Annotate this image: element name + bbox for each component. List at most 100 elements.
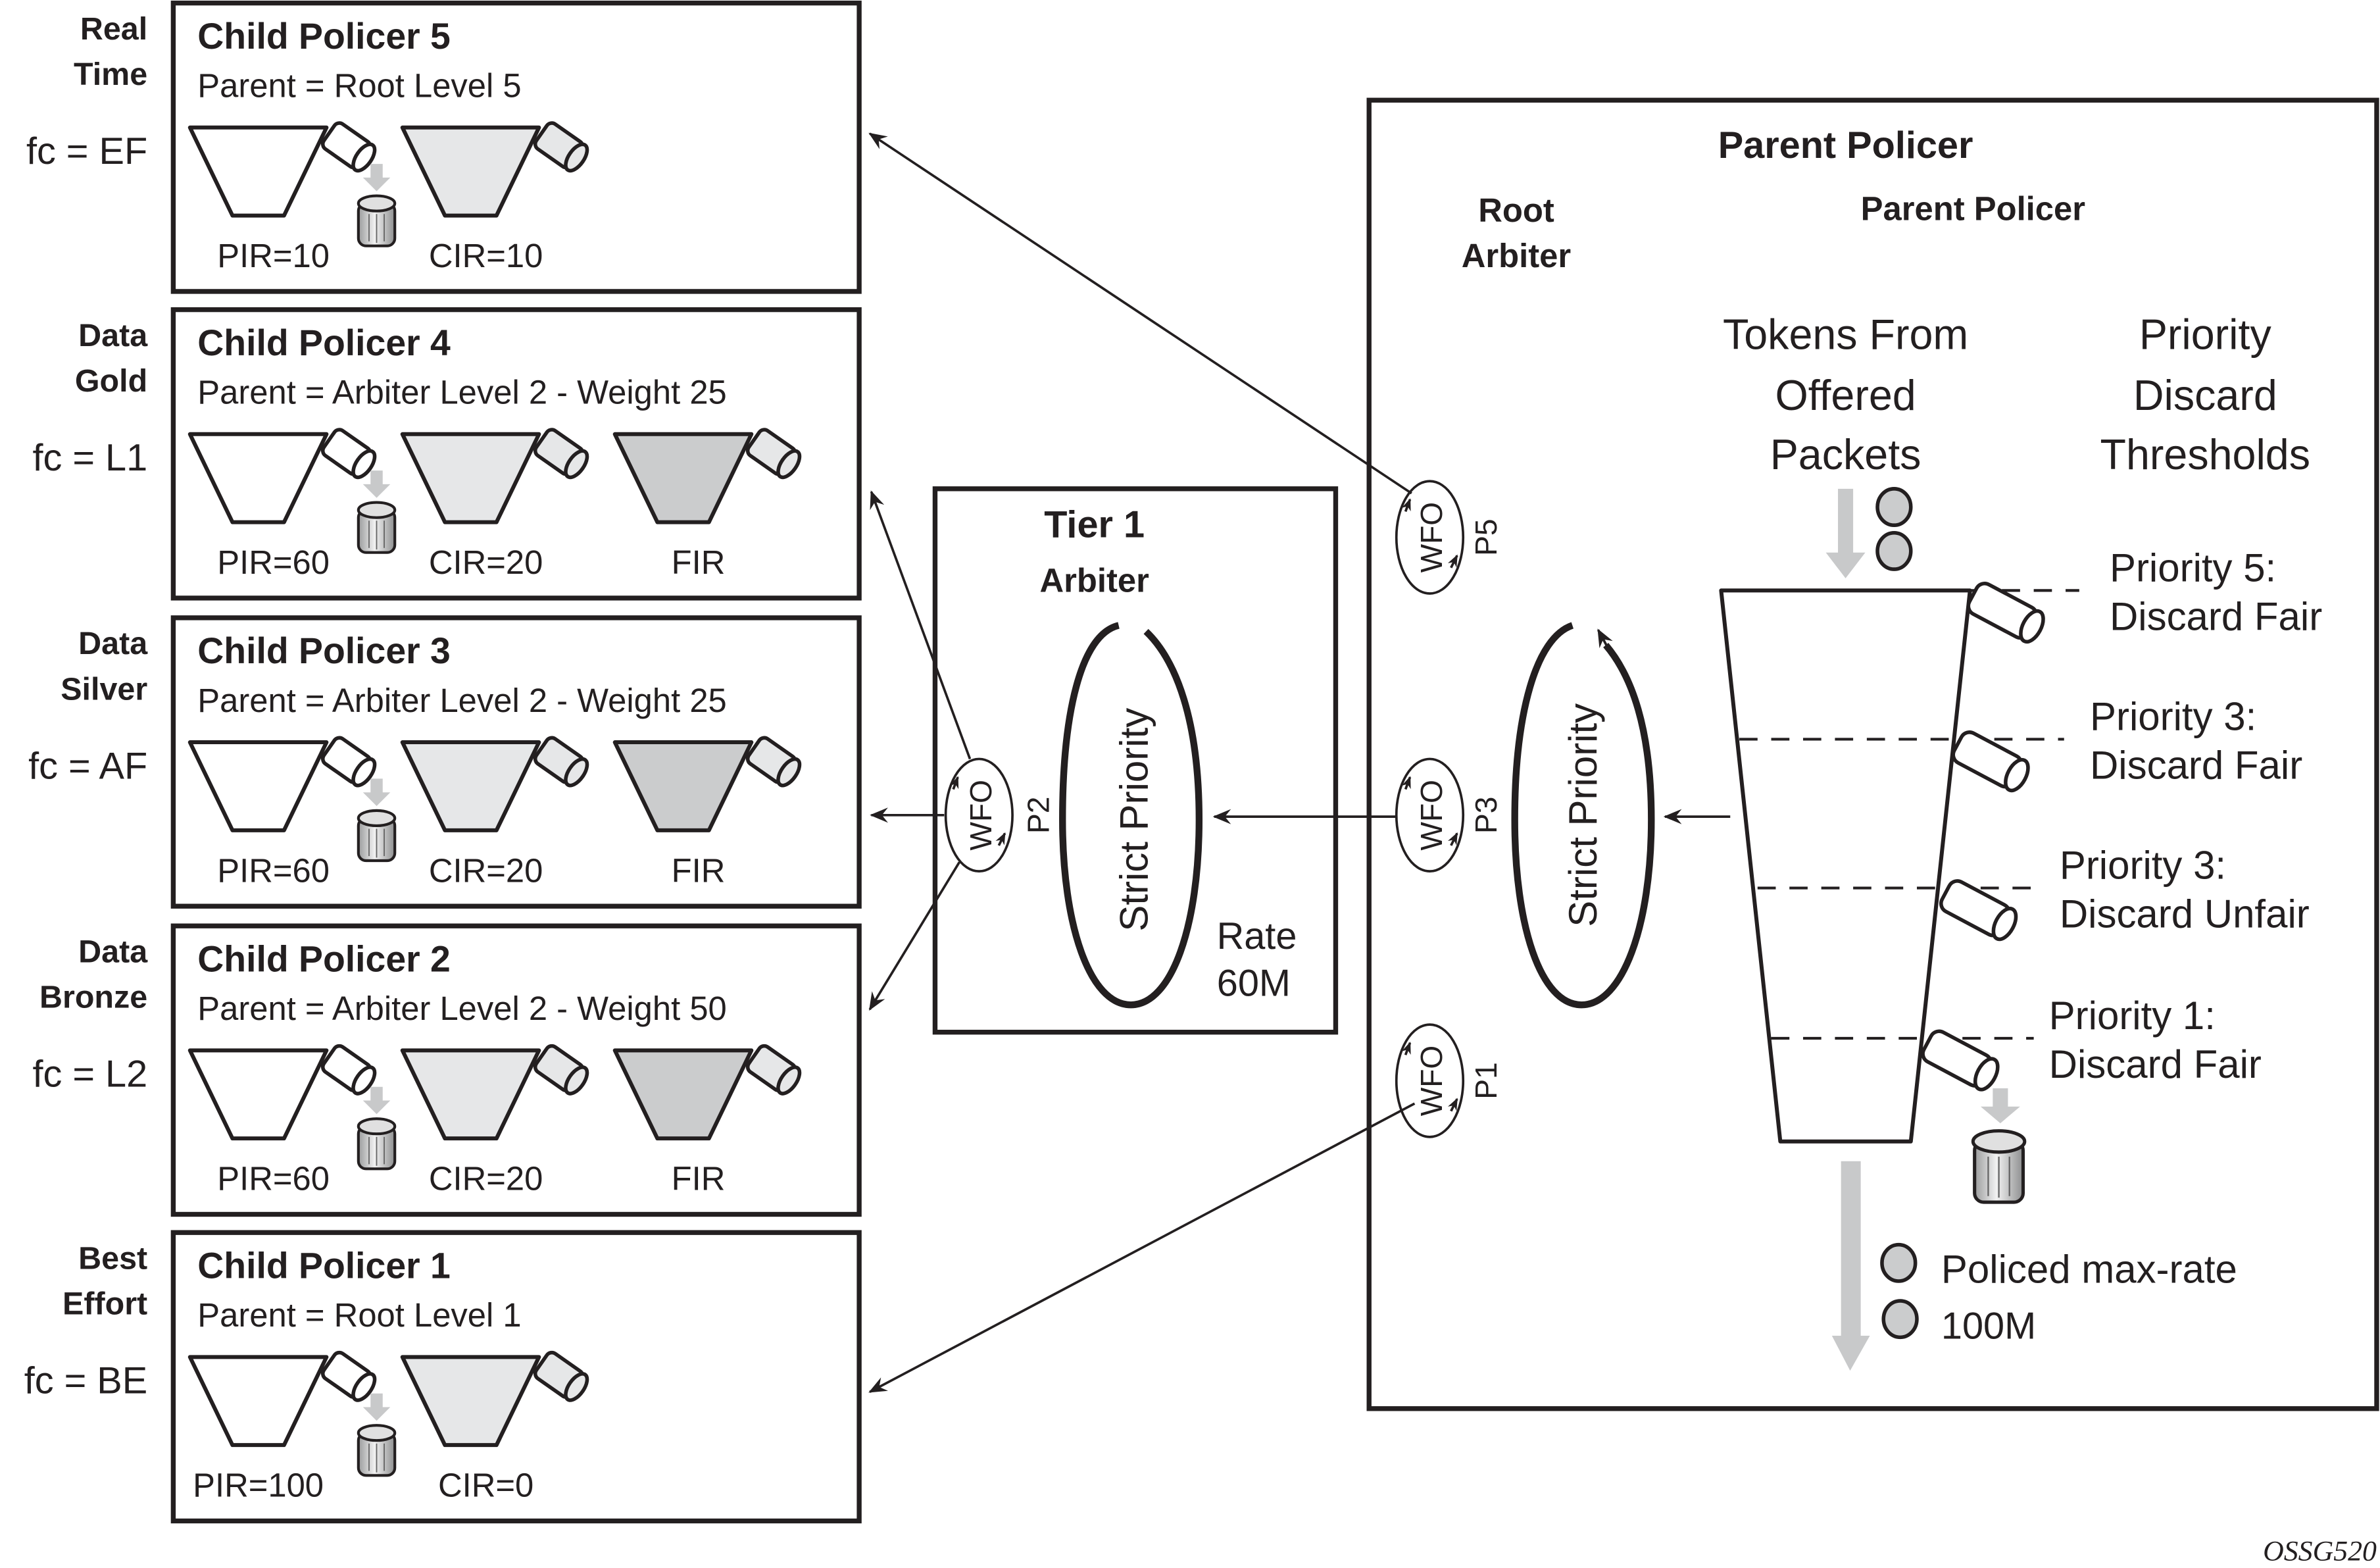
tokens-heading-line3: Packets — [1770, 431, 1921, 478]
child-policer-title: Child Policer 4 — [197, 322, 451, 363]
priority-level-label: P5 — [1469, 518, 1503, 555]
root-strict-priority-label: Strict Priority — [1561, 703, 1605, 927]
bucket-fir: FIR — [612, 736, 802, 889]
token-icon — [1875, 530, 1913, 571]
wfo-label: WFO — [1414, 780, 1449, 851]
threshold-item: Priority 3:Discard Fair — [1951, 695, 2302, 793]
token-icon — [1881, 1299, 1919, 1340]
trash-can-icon — [357, 1117, 397, 1171]
bucket-shape — [612, 1048, 754, 1141]
loop-arrow-icon — [1597, 628, 1613, 651]
token-icon — [1880, 1242, 1918, 1283]
token-cylinder-icon — [533, 736, 589, 788]
token-input-arrow-icon — [1825, 488, 1866, 578]
discard-cylinder-icon — [1921, 1029, 2000, 1092]
child-policer-box — [170, 923, 862, 1217]
discard-arrow-icon — [362, 1086, 391, 1115]
arrow-to-child-policer-1 — [868, 1102, 1416, 1394]
trash-can-icon — [1971, 1129, 2027, 1204]
child-policer-box — [170, 615, 862, 909]
discard-arrow-icon — [1980, 1088, 2020, 1124]
trash-can-icon — [357, 1424, 397, 1477]
wfo-label: WFO — [1414, 1046, 1449, 1117]
threshold-action: Discard Fair — [2090, 743, 2302, 787]
parent-bucket — [1719, 588, 1972, 1144]
forwarding-class-label: fc = BE — [24, 1360, 147, 1402]
bucket-shape — [187, 432, 329, 524]
policed-output-arrow-icon — [1831, 1161, 1870, 1371]
thresholds-heading-line2: Discard — [2133, 372, 2277, 419]
service-class-label-line2: Bronze — [39, 980, 147, 1015]
discard-arrow-icon — [362, 778, 391, 806]
bucket-shape — [187, 1355, 329, 1448]
bucket-rate-label: PIR=60 — [217, 544, 330, 581]
trash-can-icon — [357, 809, 397, 863]
bucket-rate-label: PIR=60 — [217, 1160, 330, 1198]
wfo-cycle-arrow-icon — [949, 776, 959, 790]
token-cylinder-icon — [745, 736, 802, 788]
wfo-cycle-arrow-icon — [1447, 554, 1458, 569]
threshold-action: Discard Fair — [2110, 594, 2322, 638]
tier1-rate-value: 60M — [1217, 962, 1291, 1004]
bucket-pir: PIR=10 — [187, 121, 397, 274]
token-cylinder-icon — [320, 1350, 377, 1402]
tier1-wfo-label: WFO — [964, 780, 998, 851]
threshold-item: Priority 1:Discard Fair — [1921, 994, 2262, 1092]
discard-cylinder-icon — [1939, 879, 2018, 942]
threshold-item: Priority 5:Discard Fair — [1966, 546, 2322, 644]
bucket-rate-label: CIR=0 — [438, 1467, 533, 1504]
parent-policer: Parent Policer Root Arbiter Parent Polic… — [1366, 97, 2379, 1411]
policed-max-rate-value: 100M — [1941, 1305, 2036, 1348]
tier1-subtitle: Arbiter — [1039, 562, 1149, 599]
child-policer-parent: Parent = Arbiter Level 2 - Weight 50 — [197, 990, 726, 1027]
bucket-shape — [400, 1355, 541, 1448]
bucket-fir: FIR — [612, 1044, 802, 1198]
wfo-cycle-arrow-icon — [1447, 1098, 1458, 1112]
child-policer-parent: Parent = Root Level 5 — [197, 67, 521, 105]
thresholds-heading-line3: Thresholds — [2100, 431, 2310, 478]
child-policer-parent: Parent = Arbiter Level 2 - Weight 25 — [197, 682, 726, 719]
discard-arrow-icon — [362, 164, 391, 191]
token-icon — [1875, 487, 1913, 527]
tokens-heading-line2: Offered — [1775, 372, 1916, 419]
service-class-label-line2: Effort — [62, 1286, 147, 1322]
bucket-cir: CIR=20 — [400, 428, 589, 581]
child-policer-title: Child Policer 5 — [197, 16, 451, 57]
child-policer-parent: Parent = Arbiter Level 2 - Weight 25 — [197, 374, 726, 411]
bucket-cir: CIR=0 — [400, 1350, 589, 1504]
bucket-fir: FIR — [612, 428, 802, 581]
bucket-pir: PIR=60 — [187, 736, 397, 889]
child-policer-box — [170, 307, 862, 601]
tier1-arbiter: Tier 1 Arbiter Strict Priority Rate 60M … — [932, 486, 1339, 1035]
service-class-label-line1: Best — [78, 1241, 147, 1277]
bucket-rate-label: PIR=100 — [193, 1467, 324, 1504]
child-policer-parent: Parent = Root Level 1 — [197, 1296, 521, 1334]
threshold-item: Priority 3:Discard Unfair — [1939, 844, 2310, 942]
wfo-ellipse — [1395, 480, 1465, 595]
bucket-shape — [400, 740, 541, 832]
root-strict-priority-loop — [1511, 622, 1655, 1009]
bucket-rate-label: FIR — [672, 851, 726, 889]
token-cylinder-icon — [320, 428, 377, 480]
token-cylinder-icon — [533, 121, 589, 173]
parent-policer-subtitle: Parent Policer — [1861, 190, 2085, 227]
tokens-heading-line1: Tokens From — [1723, 311, 1968, 359]
tier1-strict-priority-loop — [1059, 622, 1203, 1009]
child-policer-title: Child Policer 2 — [197, 938, 451, 979]
thresholds-heading-line1: Priority — [2139, 311, 2272, 359]
bucket-pir: PIR=60 — [187, 428, 397, 581]
threshold-priority: Priority 3: — [2090, 695, 2256, 739]
bucket-shape — [400, 125, 541, 218]
wfo-ellipse — [1395, 1023, 1465, 1138]
service-class-label-line2: Silver — [61, 671, 147, 707]
bucket-rate-label: CIR=20 — [429, 1160, 543, 1198]
parent-policer-title: Parent Policer — [1718, 124, 1973, 166]
bucket-cir: CIR=20 — [400, 736, 589, 889]
bucket-shape — [400, 1048, 541, 1141]
bucket-cir: CIR=20 — [400, 1044, 589, 1198]
